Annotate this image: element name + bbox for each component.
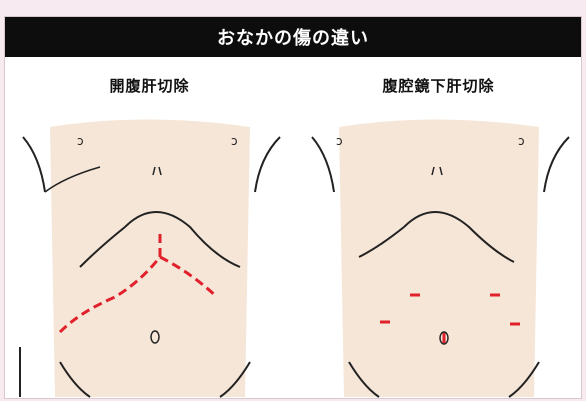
diagram-frame: おなかの傷の違い 開腹肝切除 ↄ ↄ 腹	[4, 16, 582, 399]
panel-title-open: 開腹肝切除	[5, 75, 294, 96]
left-nipple: ↄ	[336, 134, 343, 148]
right-nipple: ↄ	[518, 134, 525, 148]
torso-illustration-open: ↄ ↄ	[5, 97, 294, 399]
right-arm-line	[255, 137, 280, 192]
panel-laparoscopic-hepatectomy: 腹腔鏡下肝切除 ↄ ↄ	[294, 57, 582, 399]
right-nipple: ↄ	[231, 134, 238, 148]
panel-title-laparoscopic: 腹腔鏡下肝切除	[294, 75, 582, 96]
right-arm-line	[544, 137, 569, 192]
left-nipple: ↄ	[77, 134, 84, 148]
left-arm-line	[312, 137, 334, 192]
left-arm-line	[23, 137, 45, 192]
panel-open-hepatectomy: 開腹肝切除 ↄ ↄ	[5, 57, 294, 399]
diagram-title: おなかの傷の違い	[5, 17, 581, 57]
torso-illustration-laparoscopic: ↄ ↄ	[294, 97, 582, 399]
skin-area	[50, 120, 250, 398]
